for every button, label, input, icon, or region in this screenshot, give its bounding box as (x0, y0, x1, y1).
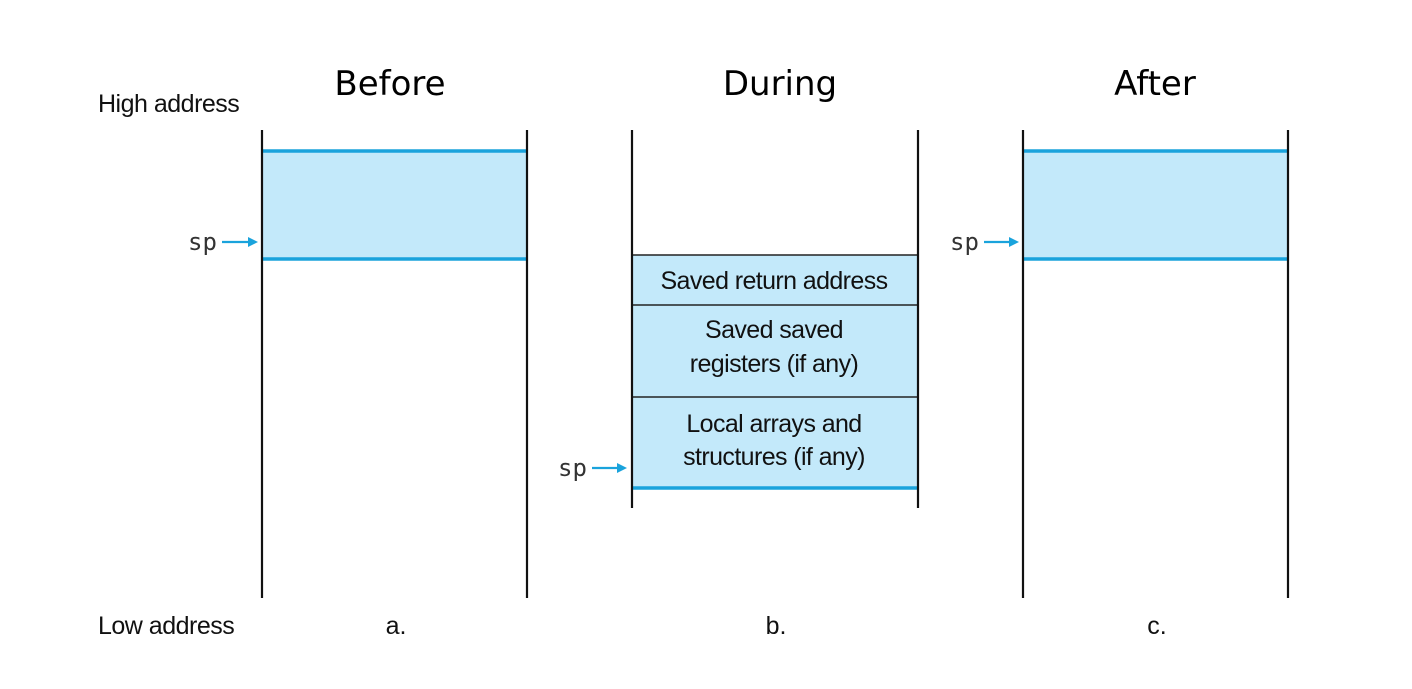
saved-return-address-label: Saved return address (660, 267, 887, 295)
panel-during: Saved return address Saved saved registe… (558, 130, 920, 640)
sp-label-b: sp (558, 454, 587, 482)
saved-registers-label-line2: registers (if any) (690, 350, 858, 378)
title-before: Before (334, 64, 445, 104)
caption-a: a. (386, 612, 407, 640)
sp-label-c: sp (950, 228, 979, 256)
sp-arrow-icon-b (592, 463, 627, 473)
low-address-label: Low address (98, 612, 234, 640)
frame-after-fill (1023, 151, 1288, 259)
local-arrays-label-line1: Local arrays and (686, 410, 861, 438)
sp-arrow-icon-a (222, 237, 258, 247)
title-after: After (1114, 64, 1196, 104)
sp-label-a: sp (188, 228, 217, 256)
panel-after: sp c. (950, 130, 1290, 640)
high-address-label: High address (98, 90, 239, 118)
panel-before: sp a. (188, 130, 529, 640)
saved-registers-label-line1: Saved saved (705, 316, 843, 344)
frame-before-fill (262, 151, 527, 259)
caption-b: b. (766, 612, 787, 640)
caption-c: c. (1147, 612, 1166, 640)
title-during: During (723, 64, 837, 104)
frame-during-fill (632, 255, 918, 488)
local-arrays-label-line2: structures (if any) (683, 443, 865, 471)
sp-arrow-icon-c (984, 237, 1019, 247)
